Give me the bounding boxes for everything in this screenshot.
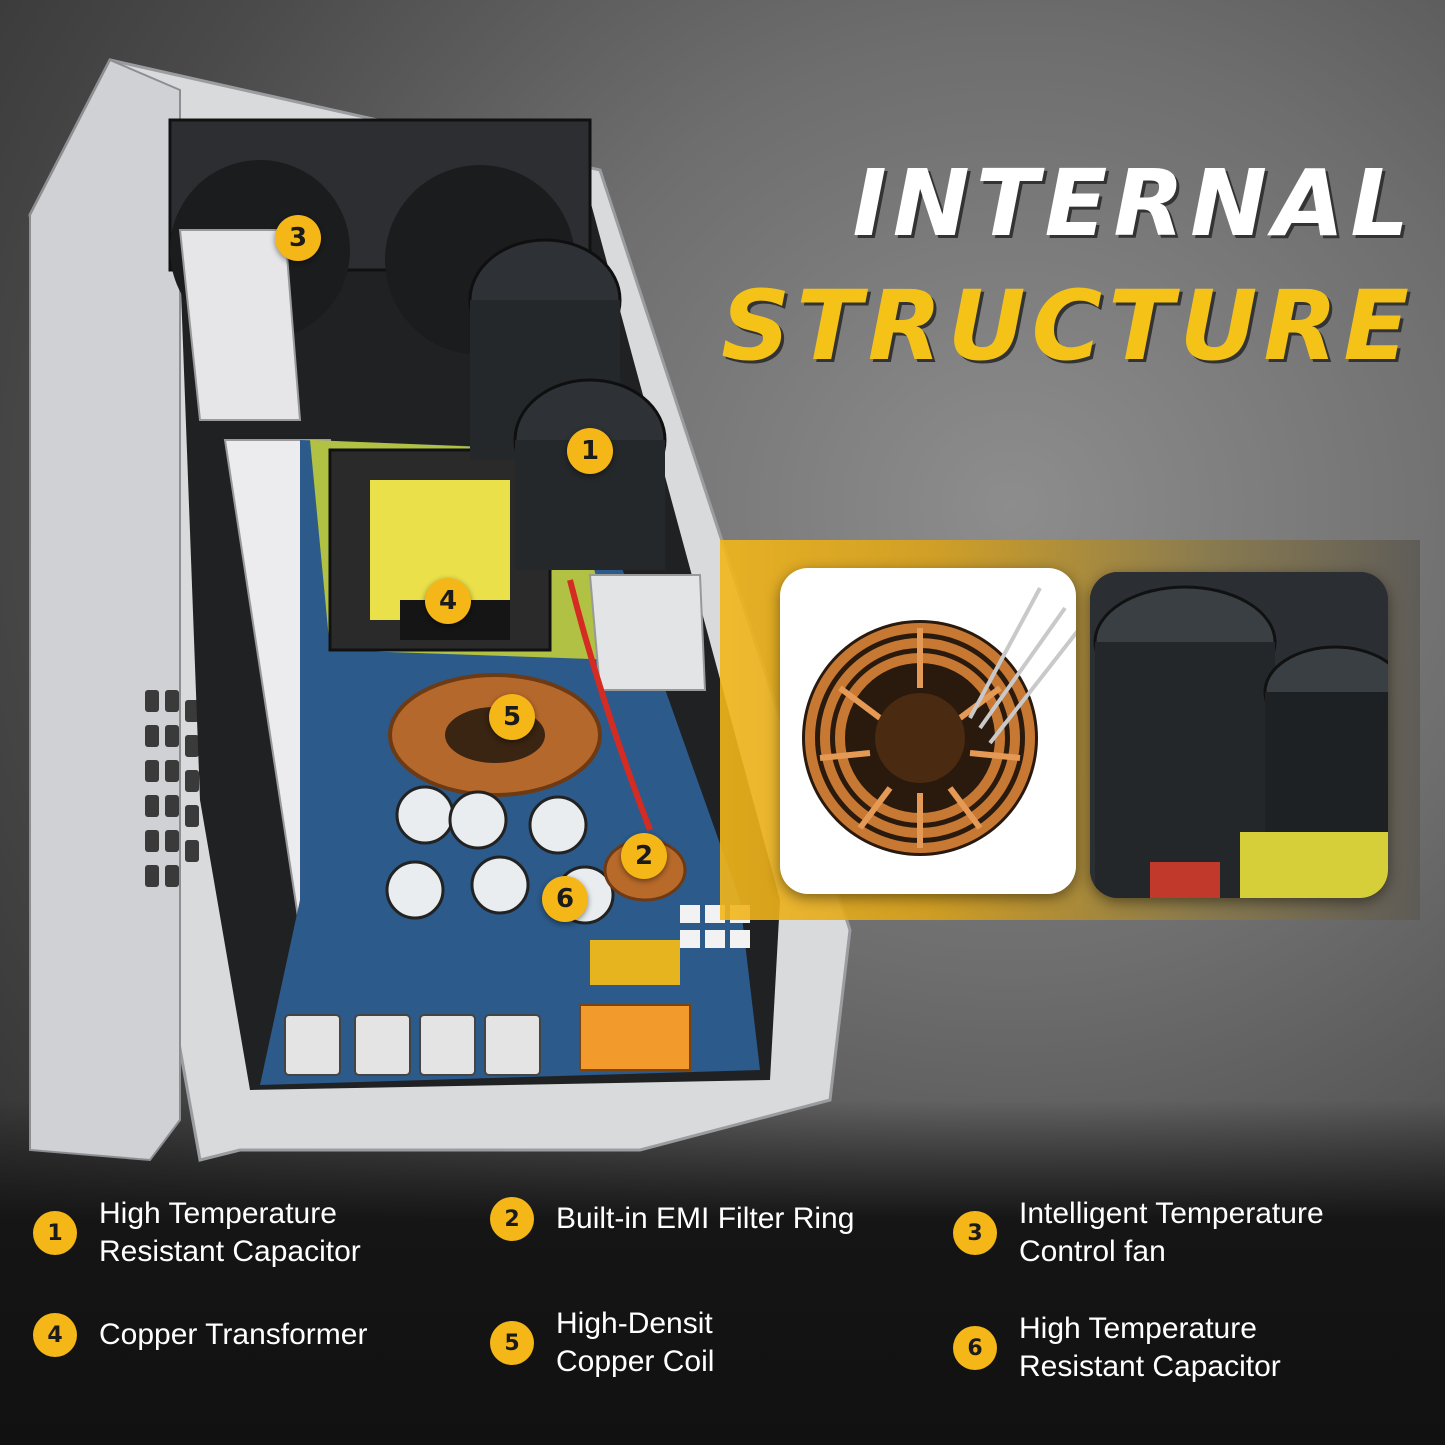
marker-5: 5 bbox=[489, 694, 535, 740]
legend-number: 4 bbox=[33, 1313, 77, 1357]
marker-4: 4 bbox=[425, 578, 471, 624]
legend-item-4: 4 Copper Transformer bbox=[33, 1313, 367, 1357]
coil-closeup-image bbox=[780, 568, 1076, 894]
legend-label: High Temperature Resistant Capacitor bbox=[1019, 1312, 1281, 1383]
legend-label: High Temperature Resistant Capacitor bbox=[99, 1197, 361, 1268]
legend-item-6: 6 High Temperature Resistant Capacitor bbox=[953, 1310, 1281, 1386]
marker-3: 3 bbox=[275, 215, 321, 261]
legend-item-5: 5 High-Densit Copper Coil bbox=[490, 1305, 714, 1381]
marker-6: 6 bbox=[542, 876, 588, 922]
legend-number: 5 bbox=[490, 1321, 534, 1365]
bottom-shadow bbox=[0, 1100, 1445, 1445]
capacitor-closeup-image bbox=[1090, 572, 1388, 898]
legend-item-2: 2 Built-in EMI Filter Ring bbox=[490, 1197, 854, 1241]
legend-number: 2 bbox=[490, 1197, 534, 1241]
heading-internal: INTERNAL bbox=[852, 150, 1415, 257]
legend-number: 6 bbox=[953, 1326, 997, 1370]
marker-2: 2 bbox=[621, 833, 667, 879]
legend-label: Copper Transformer bbox=[99, 1318, 368, 1351]
legend-number: 3 bbox=[953, 1211, 997, 1255]
legend-item-3: 3 Intelligent Temperature Control fan bbox=[953, 1195, 1324, 1271]
legend-label: High-Densit Copper Coil bbox=[556, 1307, 715, 1378]
heading-structure: STRUCTURE bbox=[721, 270, 1415, 382]
legend-label: Intelligent Temperature Control fan bbox=[1019, 1197, 1324, 1268]
marker-1: 1 bbox=[567, 428, 613, 474]
legend-number: 1 bbox=[33, 1211, 77, 1255]
legend-label: Built-in EMI Filter Ring bbox=[556, 1202, 855, 1235]
legend-item-1: 1 High Temperature Resistant Capacitor bbox=[33, 1195, 361, 1271]
